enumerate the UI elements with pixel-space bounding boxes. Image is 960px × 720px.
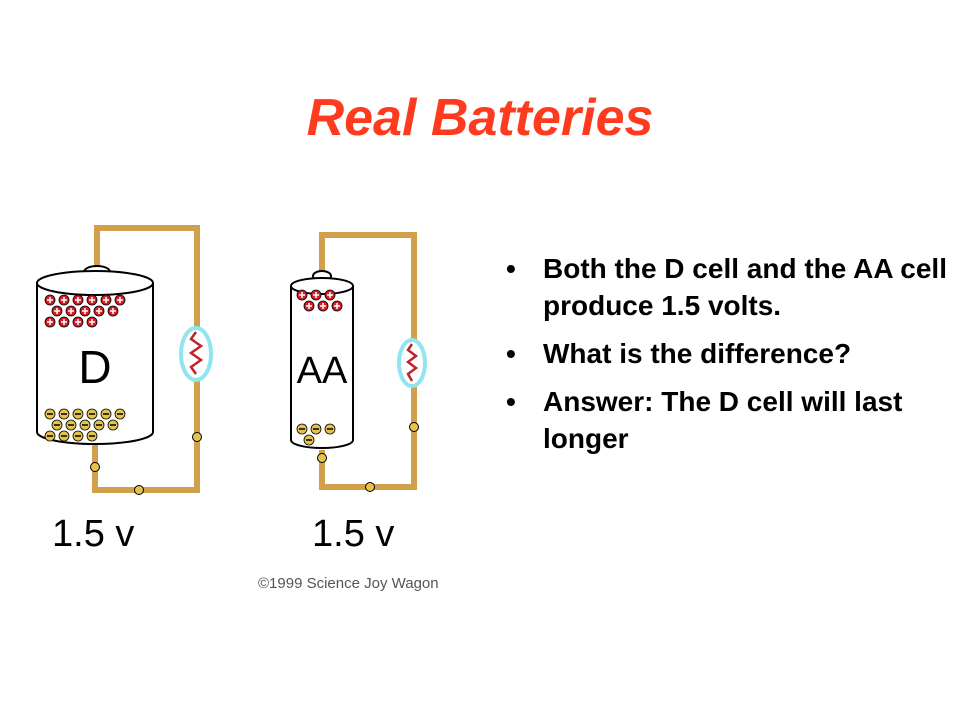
aa-cell-circuit: AA 1.5 v — [290, 232, 427, 555]
wire-electron — [192, 432, 202, 442]
wire-electron — [134, 485, 144, 495]
d-bulb-glow — [179, 326, 213, 382]
bullet-marker: • — [506, 253, 516, 284]
bullet-list: • Both the D cell and the AA cell produce… — [506, 250, 956, 468]
d-positive-charges — [44, 294, 126, 328]
wire-electron — [365, 482, 375, 492]
d-cell-label: D — [78, 341, 111, 393]
battery-diagram: D 1.5 v AA — [36, 225, 439, 592]
aa-bulb — [397, 338, 427, 388]
bullet-item: • What is the difference? — [506, 335, 956, 372]
bullet-marker: • — [506, 386, 516, 417]
aa-wire-charges — [317, 422, 419, 492]
bullet-text: What is the difference? — [543, 338, 852, 369]
d-cell-top — [36, 270, 154, 296]
aa-bulb-filament — [405, 343, 419, 382]
bullet-marker: • — [506, 338, 516, 369]
copyright-text: ©1999 Science Joy Wagon — [258, 575, 439, 592]
wire-electron — [317, 453, 327, 463]
aa-negative-charges — [296, 423, 336, 446]
d-wire-charges — [90, 432, 202, 495]
aa-bulb-glow — [397, 338, 427, 388]
bullet-item: • Answer: The D cell will last longer — [506, 383, 956, 457]
bullet-text: Both the D cell and the AA cell produce … — [543, 253, 947, 321]
bullet-item: • Both the D cell and the AA cell produce… — [506, 250, 956, 324]
d-bulb-filament — [188, 331, 204, 375]
d-voltage-label: 1.5 v — [52, 513, 134, 555]
d-cell: D — [36, 265, 154, 445]
d-cell-circuit: D 1.5 v — [36, 225, 213, 555]
aa-cell-label: AA — [297, 350, 348, 392]
wire-electron — [409, 422, 419, 432]
d-bulb — [179, 326, 213, 382]
aa-cell-body — [290, 286, 354, 449]
bullet-text: Answer: The D cell will last longer — [543, 386, 903, 454]
aa-cell-top — [290, 277, 354, 295]
slide-title: Real Batteries — [306, 89, 654, 147]
d-negative-charges — [44, 408, 126, 442]
aa-cell: AA — [290, 270, 354, 449]
wire-electron — [90, 462, 100, 472]
aa-positive-charges — [296, 289, 343, 312]
aa-voltage-label: 1.5 v — [312, 513, 394, 555]
